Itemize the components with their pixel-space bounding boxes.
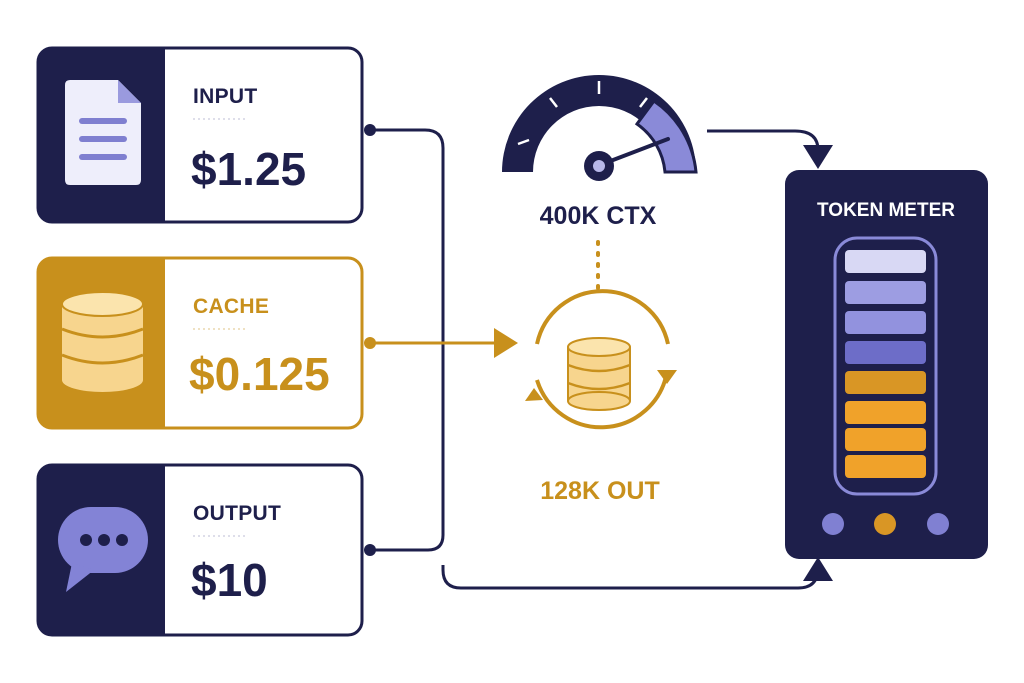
cache-label: CACHE	[193, 295, 269, 318]
database-icon	[567, 337, 631, 411]
output-label: OUTPUT	[193, 502, 281, 525]
output-price: $10	[191, 554, 268, 606]
input-connector	[370, 128, 445, 552]
input-price: $1.25	[191, 143, 306, 195]
input-label: INPUT	[193, 85, 258, 108]
cache-connector-dot	[364, 337, 376, 349]
token-meter-panel: TOKEN METER	[785, 170, 988, 559]
document-icon	[65, 80, 141, 185]
input-card: INPUT $1.25	[36, 46, 364, 224]
meter-indicator-right	[927, 513, 949, 535]
meter-indicator-center	[874, 513, 896, 535]
input-connector-dot	[364, 124, 376, 136]
gauge-to-meter-arrow	[707, 129, 833, 169]
database-icon	[61, 291, 144, 392]
cache-cycle-caption: 128K OUT	[540, 477, 659, 505]
gauge-caption: 400K CTX	[540, 202, 657, 230]
gauge-icon	[502, 75, 698, 181]
connectors	[364, 124, 833, 590]
token-meter-title: TOKEN METER	[817, 200, 955, 221]
chat-bubble-icon	[58, 507, 148, 592]
refresh-database-icon	[525, 289, 677, 430]
output-connector-dot	[364, 544, 376, 556]
cache-card: CACHE $0.125	[36, 256, 364, 430]
output-card: OUTPUT $10	[36, 463, 364, 637]
bottom-feed-arrow	[441, 557, 833, 590]
cache-price: $0.125	[189, 348, 330, 400]
meter-indicator-left	[822, 513, 844, 535]
